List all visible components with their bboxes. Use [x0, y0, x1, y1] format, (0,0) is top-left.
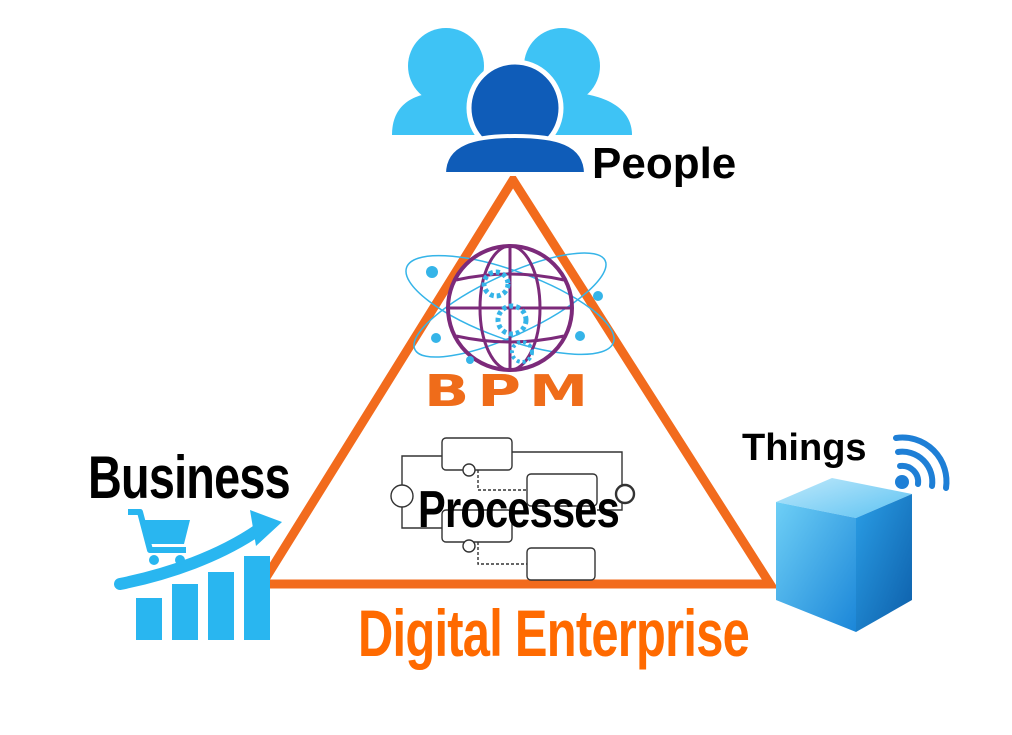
wifi-signal-icon [893, 434, 950, 491]
enterprise-triangle [253, 171, 779, 589]
cube-icon [776, 478, 912, 632]
business-label: Business [88, 444, 291, 511]
shopping-cart-icon [128, 509, 190, 565]
bpm-label: BPM [424, 366, 597, 417]
things-label: Things [742, 427, 867, 469]
digital-enterprise-label: Digital Enterprise [358, 596, 750, 670]
process-flow-icon [390, 437, 636, 581]
processes-label: Processes [418, 481, 620, 539]
people-label: People [592, 139, 737, 188]
gear-globe-icon [405, 244, 615, 372]
growth-chart-icon [114, 510, 282, 640]
people-group-icon [392, 28, 632, 176]
